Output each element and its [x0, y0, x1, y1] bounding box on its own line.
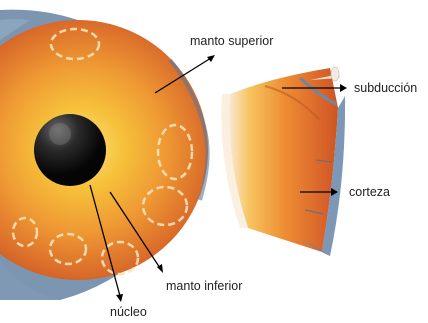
crust-slice — [221, 67, 345, 256]
earth-cutaway — [0, 10, 208, 300]
label-subduccion: subducción — [354, 82, 417, 95]
label-corteza: corteza — [349, 186, 390, 199]
label-nucleo: núcleo — [110, 306, 147, 319]
label-manto-superior: manto superior — [190, 35, 273, 48]
label-manto-inferior: manto inferior — [166, 280, 242, 293]
core — [34, 114, 106, 186]
